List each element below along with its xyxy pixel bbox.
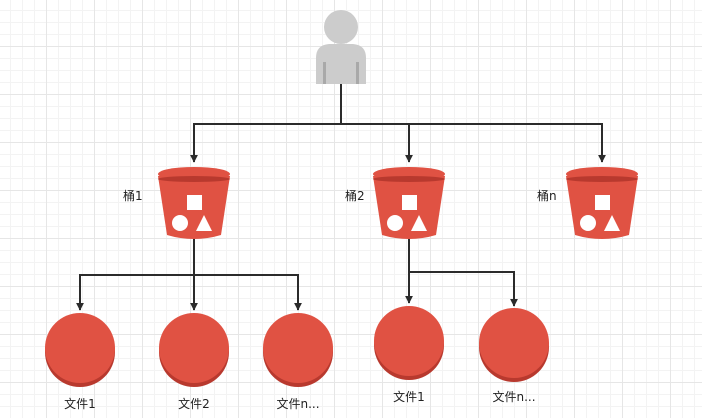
file-n-of-bucket-1-label: 文件n...: [276, 397, 320, 411]
file-n-of-bucket-2-icon[interactable]: [479, 308, 549, 382]
bucket-rim-shadow: [373, 176, 445, 182]
bucket-2-label: 桶2: [345, 189, 365, 203]
file-n-of-bucket-2-label: 文件n...: [492, 390, 536, 404]
connector-user-to-bucket-2: [341, 123, 413, 163]
file-1-of-bucket-2-label: 文件1: [393, 390, 425, 404]
square-shape-icon: [402, 195, 417, 210]
triangle-shape-icon: [196, 215, 212, 231]
file-circle: [45, 313, 115, 383]
triangle-shape-icon: [411, 215, 427, 231]
user-icon-fold-left: [323, 62, 326, 84]
user-icon[interactable]: [316, 10, 366, 84]
connector-bucket-1-to-file-1: [76, 238, 195, 311]
bucket-1-icon[interactable]: [158, 167, 230, 239]
connectors-bucket-2-to-files: [405, 238, 518, 307]
file-1-of-bucket-1-label: 文件1: [64, 397, 96, 411]
bucket-2-icon[interactable]: [373, 167, 445, 239]
bucket-rim-shadow: [566, 176, 638, 182]
connector-user-to-bucket-1: [190, 84, 342, 163]
file-2-of-bucket-1-icon[interactable]: [159, 313, 229, 387]
triangle-shape-icon: [604, 215, 620, 231]
file-circle: [263, 313, 333, 383]
file-circle: [479, 308, 549, 378]
bucket-1-label: 桶1: [123, 189, 143, 203]
bucket-rim-shadow: [158, 176, 230, 182]
file-circle: [374, 306, 444, 376]
bucket-n-icon[interactable]: [566, 167, 638, 239]
file-circle: [159, 313, 229, 383]
circle-shape-icon: [387, 215, 403, 231]
connector-user-to-bucket-n: [409, 123, 606, 163]
connectors-bucket-1-to-files: [76, 238, 302, 311]
file-1-of-bucket-1-icon[interactable]: [45, 313, 115, 387]
file-1-of-bucket-2-icon[interactable]: [374, 306, 444, 380]
user-icon-fold-right: [356, 62, 359, 84]
square-shape-icon: [187, 195, 202, 210]
user-icon-body: [316, 44, 366, 84]
bucket-n-label: 桶n: [537, 189, 557, 203]
circle-shape-icon: [580, 215, 596, 231]
connector-bucket-2-to-file-n: [409, 271, 518, 307]
circle-shape-icon: [172, 215, 188, 231]
file-n-of-bucket-1-icon[interactable]: [263, 313, 333, 387]
connector-bucket-1-to-file-n: [194, 274, 302, 311]
file-2-of-bucket-1-label: 文件2: [178, 397, 210, 411]
square-shape-icon: [595, 195, 610, 210]
user-icon-head: [324, 10, 358, 44]
connectors-user-to-buckets: [190, 84, 606, 163]
